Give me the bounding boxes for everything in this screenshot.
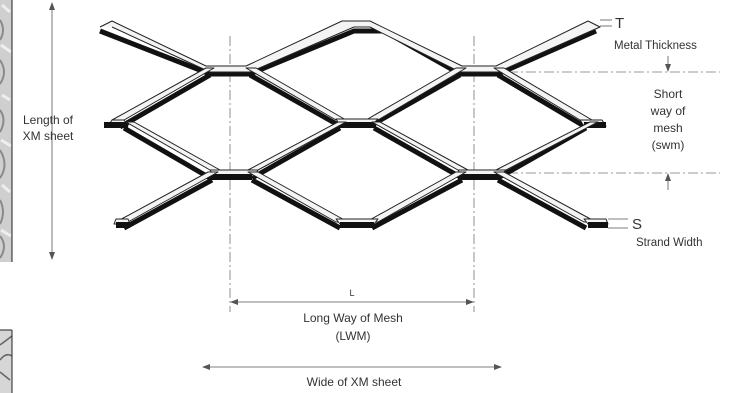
thickness-callout [600,19,612,27]
width-dimension [202,364,502,370]
center-lines [229,36,720,312]
lwm-symbol: L [349,288,354,298]
length-label-line1: Length of [23,113,74,127]
swm-line2: way of [650,104,686,118]
lwm-line1: Long Way of Mesh [303,311,403,325]
strand-label: Strand Width [636,237,702,249]
strand-symbol: S [632,216,642,233]
length-dimension [49,2,55,260]
swm-line3: mesh [653,121,682,135]
mesh-strands [99,20,609,231]
sheet-photo-strip-lower [0,329,13,393]
swm-line4: (swm) [652,138,685,152]
lwm-dimension [230,299,474,305]
width-label: Wide of XM sheet [307,375,402,389]
thickness-label: Metal Thickness [614,40,697,52]
thickness-symbol: T [615,15,624,32]
swm-dimension [665,56,671,190]
strand-callout [608,218,628,229]
sheet-photo-strip [0,0,13,262]
length-label-line2: XM sheet [23,129,74,143]
lwm-line2: (LWM) [335,329,370,343]
swm-line1: Short [654,87,683,101]
